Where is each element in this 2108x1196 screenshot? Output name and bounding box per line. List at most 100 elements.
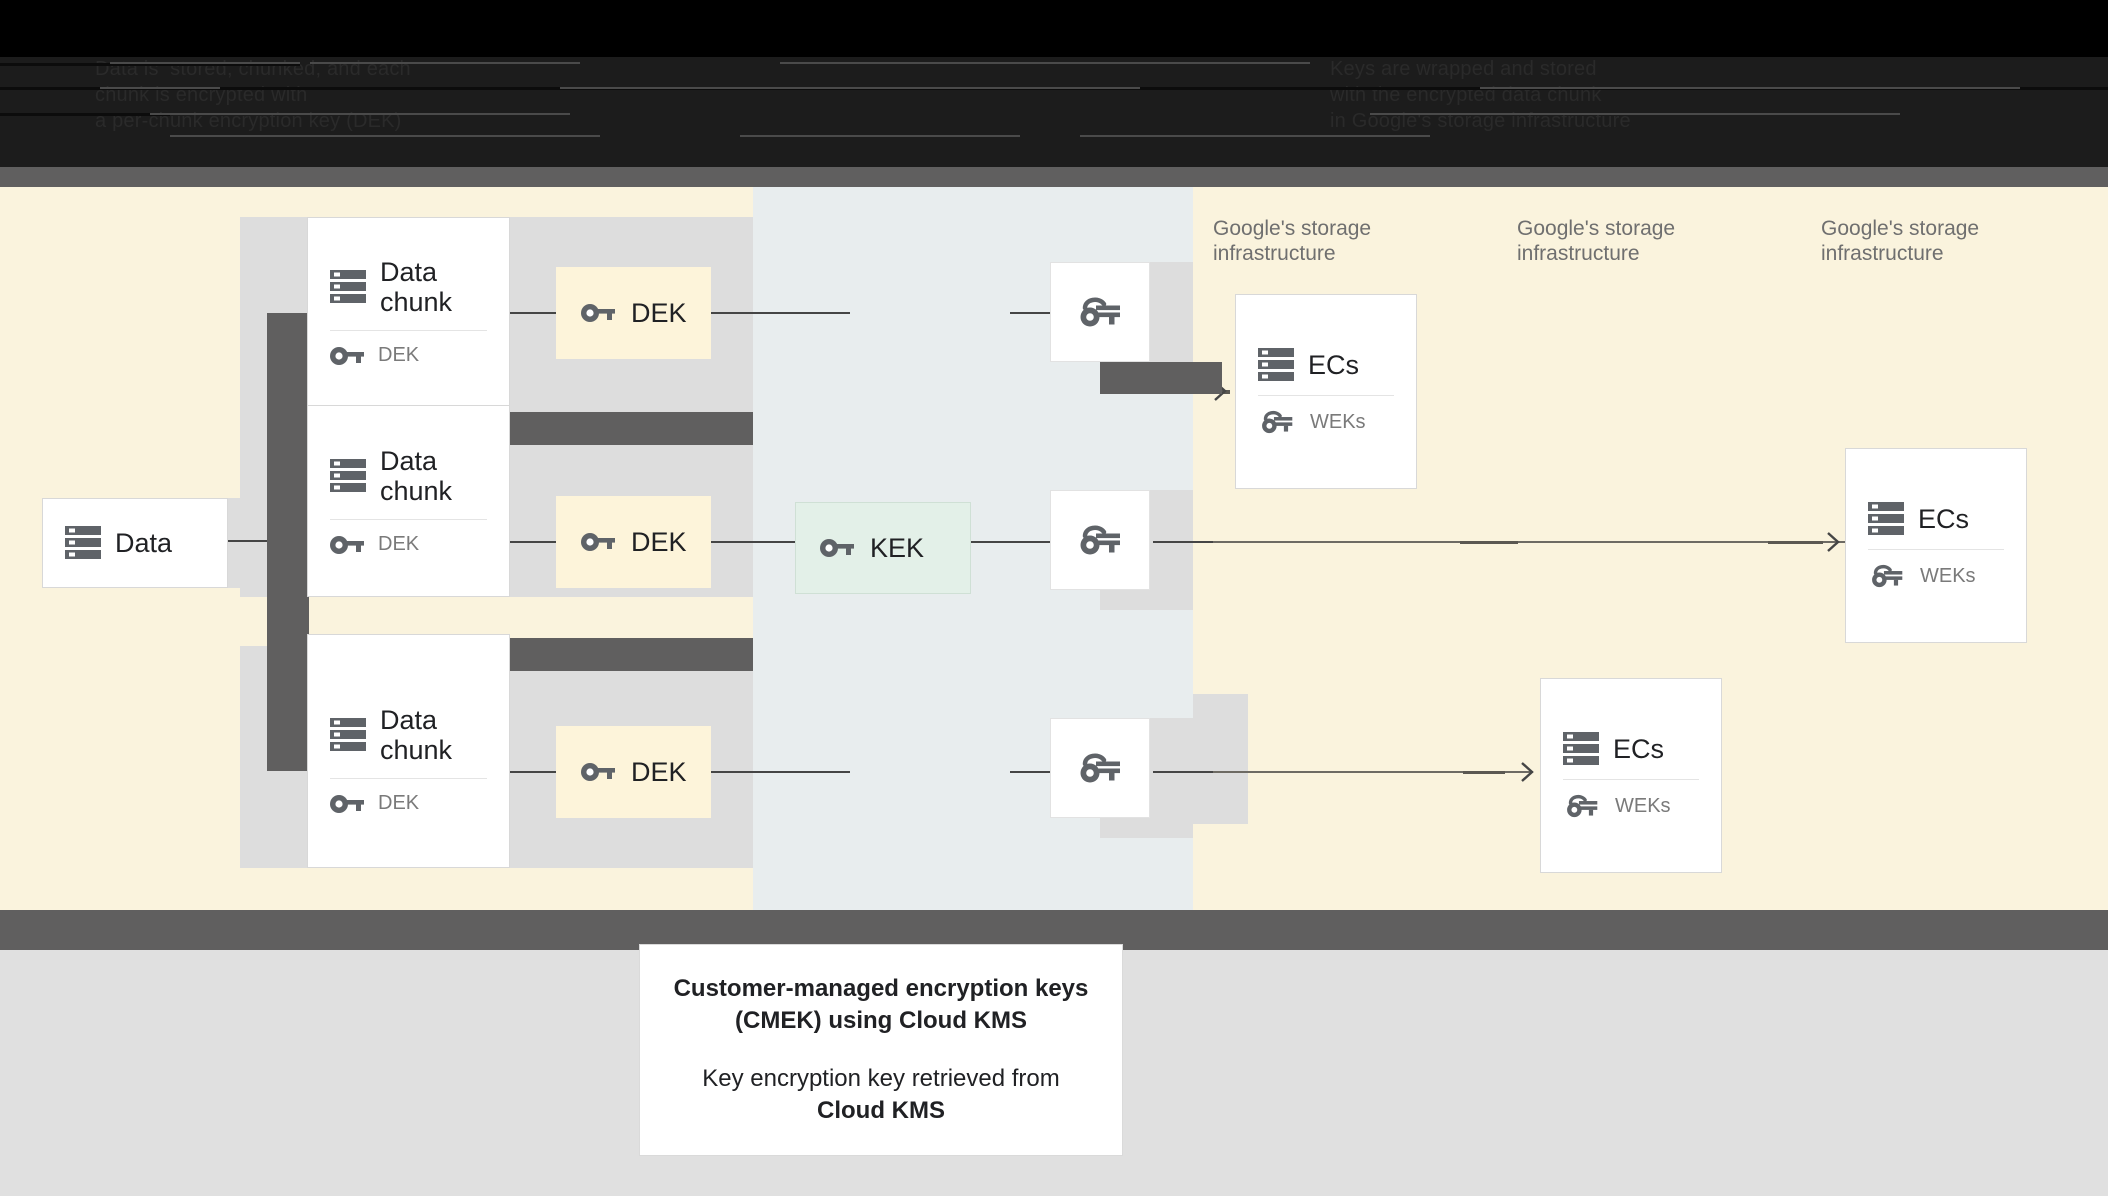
wrapped-key-icon [1080, 753, 1120, 783]
key-icon [581, 763, 615, 781]
database-icon [330, 270, 366, 303]
card-chunk-1-divider [330, 330, 487, 332]
header-obscured-region: Data is stored, chunked, and each chunk … [0, 57, 2108, 167]
connector-wk-ecs-3-seg [1463, 771, 1505, 774]
wrapped-key-icon [1872, 564, 1903, 588]
caption-body-line2: Cloud KMS [817, 1097, 945, 1125]
chip-dek-2[interactable]: DEK [556, 496, 711, 588]
card-chunk-3-title: Data chunk [380, 704, 453, 765]
card-chunk-3-divider [330, 778, 487, 780]
database-icon [65, 526, 101, 559]
wrapped-key-icon [1080, 525, 1120, 555]
occlusion-bar-wk1 [1100, 362, 1222, 394]
database-icon [330, 718, 366, 751]
card-data-source-row: Data [43, 526, 227, 560]
chip-dek-1-label: DEK [631, 297, 687, 328]
card-ecs-1-title: ECs [1308, 349, 1360, 380]
card-ecs-3-divider [1868, 549, 2004, 550]
chip-dek-3[interactable]: DEK [556, 726, 711, 818]
caption-card: Customer-managed encryption keys (CMEK) … [639, 944, 1123, 1156]
card-ecs-1[interactable]: ECs WEKs [1235, 294, 1417, 489]
database-icon [1563, 732, 1599, 765]
card-ecs-3-title: ECs [1918, 503, 1970, 534]
database-icon [1868, 502, 1904, 535]
connector-wk3-start [1153, 771, 1213, 773]
card-ecs-1-divider [1258, 395, 1394, 396]
connector-wk-ecs-2-seg2 [1768, 541, 1823, 544]
chip-dek-1[interactable]: DEK [556, 267, 711, 359]
card-chunk-3-key-row: DEK [308, 792, 509, 815]
database-icon [1258, 348, 1294, 381]
header-text-right: Keys are wrapped and stored [1330, 58, 1597, 80]
key-icon [581, 304, 615, 322]
card-data-chunk-3[interactable]: Data chunk DEK [307, 634, 510, 868]
connector-dek-out-2 [710, 541, 850, 543]
header-text-left: Data is stored, chunked, and each [95, 58, 411, 80]
card-ecs-3[interactable]: ECs WEKs [1845, 448, 2027, 643]
key-icon [820, 539, 854, 557]
keybox-wrapped-2[interactable] [1050, 490, 1150, 590]
card-ecs-1-key-label: WEKs [1310, 410, 1366, 433]
connector-kek-wk-3 [1010, 771, 1053, 773]
key-icon [330, 794, 364, 813]
card-chunk-1-title: Data chunk [380, 256, 453, 317]
card-ecs-2-key-row: WEKs [1541, 793, 1721, 819]
connector-kek-wk-2 [968, 541, 1053, 543]
key-icon [330, 346, 364, 365]
card-data-source-title: Data [115, 527, 173, 558]
keybox-wrapped-3[interactable] [1050, 718, 1150, 818]
card-ecs-2-key-label: WEKs [1615, 794, 1671, 817]
card-ecs-3-key-label: WEKs [1920, 564, 1976, 587]
arrowhead-3 [1520, 761, 1542, 783]
card-chunk-2-key-row: DEK [308, 533, 509, 556]
card-data-source[interactable]: Data [42, 498, 228, 588]
keybox-wrapped-1[interactable] [1050, 262, 1150, 362]
storage-label-1: Google's storage infrastructure [1213, 217, 1372, 265]
wrapped-key-icon [1567, 794, 1598, 818]
header-text-left-3: a per-chunk encryption key (DEK) [95, 110, 402, 132]
card-chunk-3-key-label: DEK [378, 792, 420, 815]
connector-wk2-start [1153, 541, 1213, 543]
card-chunk-1-key-row: DEK [308, 344, 509, 367]
card-chunk-2-key-label: DEK [378, 533, 420, 556]
card-ecs-2-header: ECs [1541, 732, 1721, 766]
chip-kek-label: KEK [870, 532, 925, 563]
card-ecs-2[interactable]: ECs WEKs [1540, 678, 1722, 873]
wrapped-key-icon [1262, 410, 1293, 434]
database-icon [330, 459, 366, 492]
bottom-divider-band [0, 910, 2108, 950]
card-data-chunk-1[interactable]: Data chunk DEK [307, 217, 510, 407]
caption-body-line1: Key encryption key retrieved from [702, 1065, 1060, 1093]
card-chunk-2-header: Data chunk [308, 446, 509, 506]
header-text-right-3: in Google's storage infrastructure [1330, 110, 1631, 132]
occlusion-vertical-bar [267, 313, 309, 771]
card-ecs-1-key-row: WEKs [1236, 409, 1416, 435]
card-ecs-2-divider [1563, 779, 1699, 780]
card-ecs-3-header: ECs [1846, 502, 2026, 536]
card-ecs-3-key-row: WEKs [1846, 563, 2026, 589]
connector-wk-ecs-2 [1213, 541, 1903, 543]
chip-kek[interactable]: KEK [795, 502, 971, 594]
caption-title-line2: (CMEK) using Cloud KMS [735, 1006, 1027, 1034]
card-chunk-2-divider [330, 519, 487, 521]
connector-wk-ecs-3 [1213, 771, 1533, 773]
wrapped-key-icon [1080, 297, 1120, 327]
connector-kek-wk-1 [1010, 312, 1053, 314]
card-chunk-1-key-label: DEK [378, 344, 420, 367]
storage-label-2: Google's storage infrastructure [1517, 217, 1676, 265]
arrowhead-2 [1826, 531, 1848, 553]
storage-label-3: Google's storage infrastructure [1821, 217, 1980, 265]
card-ecs-2-title: ECs [1613, 733, 1665, 764]
card-chunk-3-header: Data chunk [308, 705, 509, 765]
header-divider-band [0, 167, 2108, 187]
card-ecs-1-header: ECs [1236, 348, 1416, 382]
card-data-chunk-2[interactable]: Data chunk DEK [307, 405, 510, 597]
chip-dek-3-label: DEK [631, 756, 687, 787]
key-icon [330, 535, 364, 554]
connector-dek-out-3 [710, 771, 850, 773]
card-chunk-2-title: Data chunk [380, 445, 453, 506]
caption-title-line1: Customer-managed encryption keys [673, 975, 1089, 1002]
chip-dek-2-label: DEK [631, 526, 687, 557]
header-black-bar [0, 0, 2108, 57]
